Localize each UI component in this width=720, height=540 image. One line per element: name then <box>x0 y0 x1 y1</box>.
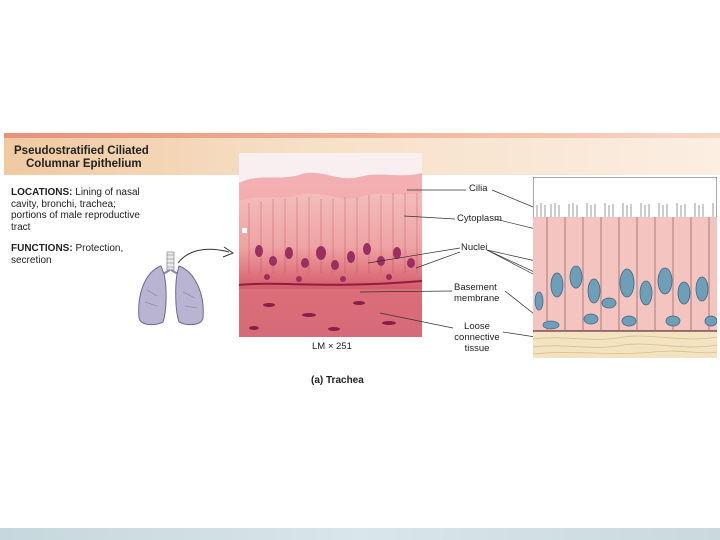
micrograph-image <box>239 153 422 337</box>
cilia-label: Cilia <box>469 183 487 194</box>
nuclei-label: Nuclei <box>461 242 487 253</box>
basement-membrane-label: Basement membrane <box>454 282 499 304</box>
loose-line-2: connective <box>451 332 503 343</box>
epithelium-drawing <box>533 177 717 358</box>
functions-heading: FUNCTIONS: <box>11 243 73 254</box>
loose-line-1: Loose <box>451 321 503 332</box>
basement-line-1: Basement <box>454 282 499 293</box>
basement-line-2: membrane <box>454 293 499 304</box>
cytoplasm-label: Cytoplasm <box>457 213 502 224</box>
magnification-label: LM × 251 <box>312 341 352 352</box>
locations-heading: LOCATIONS: <box>11 187 72 198</box>
locations-text: LOCATIONS: Lining of nasal cavity, bronc… <box>11 187 141 233</box>
lungs-icon <box>133 250 208 330</box>
footer-bar <box>0 528 720 540</box>
page-title: Pseudostratified Ciliated Columnar Epith… <box>14 145 149 171</box>
figure-caption: (a) Trachea <box>311 375 364 386</box>
title-line-1: Pseudostratified Ciliated <box>14 145 149 158</box>
functions-text: FUNCTIONS: Protection, secretion <box>11 243 141 266</box>
loose-connective-label: Loose connective tissue <box>451 321 503 354</box>
loose-line-3: tissue <box>451 343 503 354</box>
title-line-2: Columnar Epithelium <box>14 158 149 171</box>
